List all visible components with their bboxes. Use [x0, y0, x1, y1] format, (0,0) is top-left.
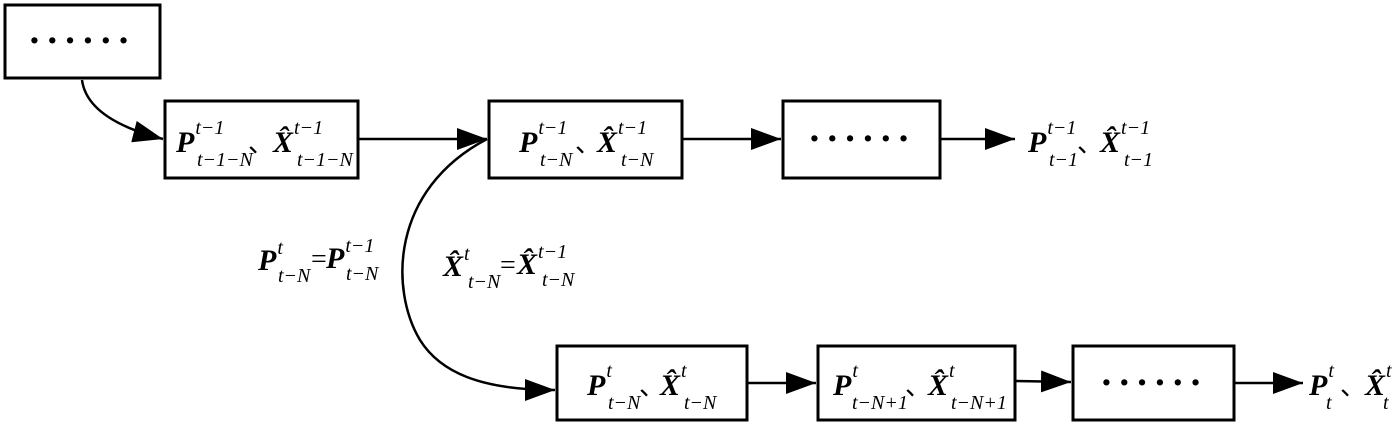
b2-p-symbol: P: [518, 126, 538, 159]
ellipsis-b6: ······: [1100, 363, 1207, 403]
box-2: [487, 99, 684, 180]
box-6: [1071, 344, 1236, 422]
b5-sep: 、: [905, 372, 931, 401]
b1-x-sup: t−1: [294, 117, 323, 139]
box-1: [163, 99, 360, 180]
ellipsis-start: ······: [28, 21, 135, 61]
out-bottom-x-symbol: X̂: [1364, 369, 1386, 402]
b1-x-sub: t−1−N: [297, 149, 355, 171]
out-top-sep: 、: [1077, 129, 1103, 158]
b5-p-symbol: P: [832, 369, 852, 402]
eq-x-left-sub: t−N: [468, 271, 502, 293]
b5-p-sup: t: [852, 360, 858, 382]
eq-p-left-symbol: P: [257, 244, 277, 277]
eq-p-right-sub: t−N: [346, 263, 380, 285]
out-top-x-sub: t−1: [1124, 149, 1153, 171]
eq-x-right-symbol: X̂: [516, 248, 538, 281]
b2-p-sub: t−N: [540, 149, 574, 171]
b4-p-sup: t: [606, 360, 612, 382]
eq-p-left-sub: t−N: [278, 265, 312, 287]
out-top-x-symbol: X̂: [1099, 126, 1121, 159]
out-bottom-x-sup: t: [1386, 360, 1392, 382]
eq-x-left-symbol: X̂: [442, 250, 464, 283]
b5-x-sub: t−N+1: [951, 392, 1007, 414]
eq-x-right-sub: t−N: [542, 269, 576, 291]
b4-x-sub: t−N: [684, 392, 718, 414]
out-top-p-sup: t−1: [1047, 117, 1076, 139]
eq-p-equals: =: [311, 244, 327, 275]
eq-x-right-sup: t−1: [538, 241, 567, 263]
eq-p-left-sup: t: [277, 237, 283, 259]
arrow-b5-to-b6: [1014, 370, 1072, 393]
b4-p-sub: t−N: [608, 392, 642, 414]
b2-sep: 、: [575, 129, 601, 158]
b2-p-sup: t−1: [538, 117, 567, 139]
out-top-p-symbol: P: [1027, 126, 1047, 159]
b2-x-sup: t−1: [618, 117, 647, 139]
out-top-p-sub: t−1: [1049, 149, 1078, 171]
b4-x-sup: t: [681, 360, 687, 382]
out-bottom-p-sup: t: [1328, 360, 1334, 382]
b1-p-sup: t−1: [195, 117, 224, 139]
eq-x-left-sup: t: [464, 243, 470, 265]
box-4: [555, 344, 749, 422]
ellipsis-b3: ······: [808, 119, 915, 159]
out-bottom-p-symbol: P: [1308, 369, 1328, 402]
eq-p-right-sup: t−1: [345, 235, 374, 257]
b4-p-symbol: P: [586, 369, 606, 402]
b1-p-symbol: P: [175, 126, 195, 159]
eq-x-equals: =: [500, 250, 516, 281]
out-bottom-sep: 、: [1340, 372, 1366, 401]
box-start: [3, 3, 162, 80]
b5-x-symbol: X̂: [927, 369, 949, 402]
b1-sep: 、: [248, 129, 274, 158]
b1-x-symbol: X̂: [272, 126, 294, 159]
b2-x-symbol: X̂: [596, 126, 618, 159]
b5-x-sup: t: [949, 360, 955, 382]
out-bottom-p-sub: t: [1326, 392, 1332, 414]
b4-sep: 、: [639, 372, 665, 401]
b5-p-sub: t−N+1: [852, 392, 908, 414]
arrow-b2-to-b4-curve: [401, 137, 556, 401]
b2-x-sub: t−N: [621, 149, 655, 171]
out-top-x-sup: t−1: [1121, 117, 1150, 139]
b1-p-sub: t−1−N: [197, 149, 255, 171]
out-bottom-x-sub: t: [1383, 392, 1389, 414]
b4-x-symbol: X̂: [659, 369, 681, 402]
arrow-start-to-b1: [80, 79, 164, 143]
box-5: [816, 344, 1017, 422]
eq-p-right-symbol: P: [325, 242, 345, 275]
